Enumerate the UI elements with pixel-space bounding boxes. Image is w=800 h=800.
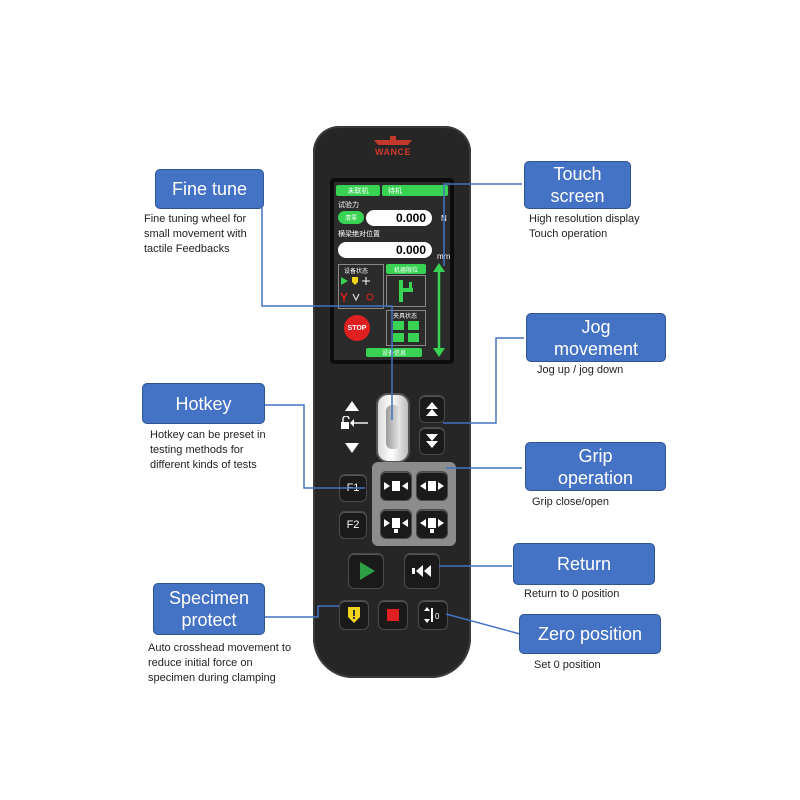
lower-grip-close-button[interactable]	[380, 509, 412, 539]
status-icons	[340, 276, 382, 311]
grip-open-lower-icon	[420, 518, 444, 533]
position-label: 横梁绝对位置	[338, 231, 380, 238]
wance-logo	[370, 136, 416, 160]
fine-tune-description: Fine tuning wheel for small movement wit…	[144, 213, 247, 255]
grip-close-icon	[384, 481, 408, 491]
clamp-status-panel	[386, 310, 426, 346]
fine-tune-callout: Fine tune	[155, 169, 264, 209]
svg-text:0: 0	[435, 612, 440, 621]
jog-down-button[interactable]	[419, 427, 445, 455]
machine-limit-label: 机器限位	[386, 264, 426, 274]
shield-icon	[348, 607, 360, 623]
screen-tab-offline[interactable]: 未联机	[336, 185, 380, 196]
f2-hotkey-button[interactable]: F2	[339, 511, 367, 539]
return-button[interactable]	[404, 553, 440, 589]
play-icon	[360, 562, 375, 580]
jog-movement-description: Jog up / jog down	[537, 364, 624, 376]
clamp-icons	[392, 320, 422, 349]
equipment-status-panel	[338, 264, 384, 309]
machine-limit-panel	[386, 275, 426, 307]
force-zero-button[interactable]: 清零	[338, 211, 364, 224]
zero-position-callout: Zero position	[519, 614, 661, 654]
zero-set-icon: 0	[424, 607, 440, 623]
f2-label: F2	[346, 519, 360, 531]
lower-grip-open-button[interactable]	[416, 509, 448, 539]
screen-tab-standby[interactable]: 待机	[382, 185, 448, 196]
touch-screen-description: High resolution display Touch operation	[529, 213, 640, 240]
return-callout: Return	[513, 543, 655, 585]
up-arrow-icon	[345, 398, 359, 416]
upper-grip-close-button[interactable]	[380, 471, 412, 501]
double-up-arrow-icon	[426, 402, 438, 416]
settings-label[interactable]: 设备信息	[366, 348, 422, 357]
force-value-field: 0.000	[366, 210, 432, 226]
crosshead-icon	[396, 278, 416, 309]
return-icon	[412, 565, 431, 577]
stop-button[interactable]	[378, 600, 408, 630]
down-arrow-icon	[345, 440, 359, 458]
grip-operation-description: Grip close/open	[532, 496, 610, 508]
grip-close-lower-icon	[384, 518, 408, 533]
clamp-status-label: 夹具状态	[393, 314, 418, 320]
specimen-protect-description: Auto crosshead movement to reduce initia…	[148, 642, 292, 684]
grip-open-icon	[420, 481, 444, 491]
brand-text: WANCE	[375, 147, 411, 157]
hotkey-description: Hotkey can be preset in testing methods …	[150, 429, 266, 471]
jog-up-button[interactable]	[419, 395, 445, 423]
wheel-groove	[386, 405, 400, 449]
start-button[interactable]	[348, 553, 384, 589]
upper-grip-open-button[interactable]	[416, 471, 448, 501]
double-down-arrow-icon	[426, 434, 438, 448]
position-value-field: 0.000	[338, 242, 432, 258]
stop-square-icon	[387, 609, 399, 621]
equipment-status-label: 设备状态	[344, 269, 369, 275]
return-description: Return to 0 position	[524, 588, 620, 600]
specimen-protect-button[interactable]	[339, 600, 369, 630]
screen-jog-arrow-icon[interactable]	[431, 262, 447, 363]
unlock-icon	[340, 415, 370, 435]
hotkey-callout: Hotkey	[142, 383, 265, 424]
zero-position-description: Set 0 position	[534, 659, 601, 671]
screen-stop-button[interactable]: STOP	[344, 315, 370, 341]
force-label: 试验力	[338, 202, 359, 209]
